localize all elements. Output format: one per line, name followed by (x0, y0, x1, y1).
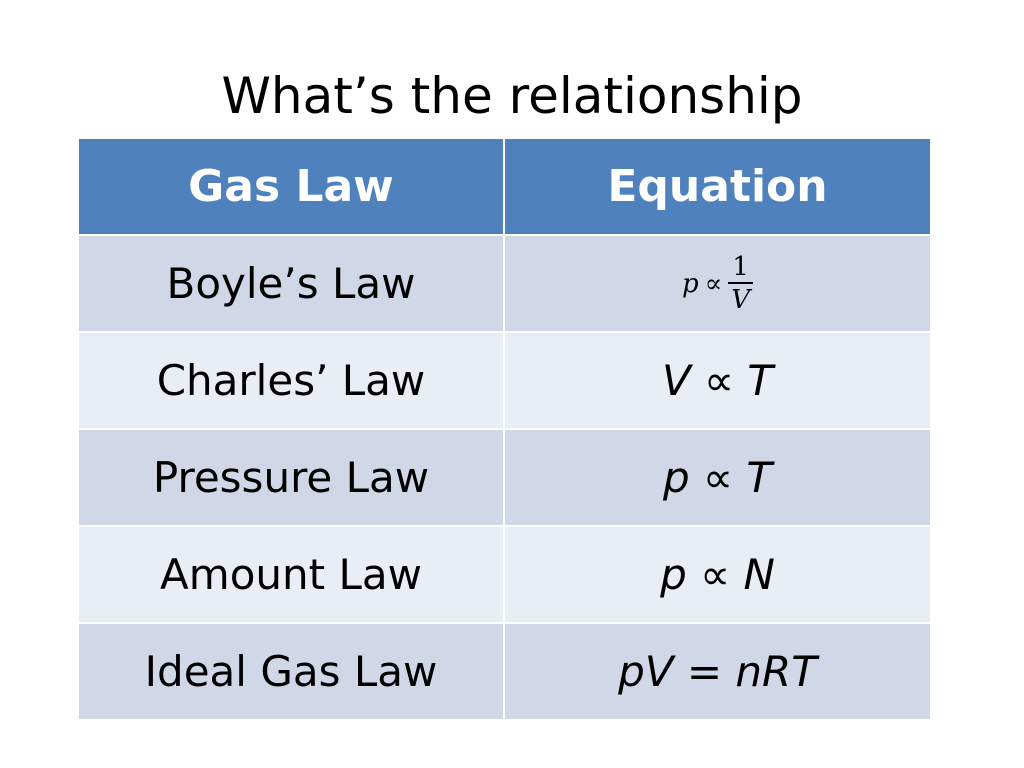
fraction: 1 V (728, 251, 754, 316)
equation-cell: pV = nRT (503, 622, 932, 721)
law-name-cell: Charles’ Law (77, 331, 505, 430)
column-header-equation: Equation (503, 137, 932, 236)
gas-law-table: Gas Law Equation Boyle’s Law p ∝ 1 V (77, 137, 932, 721)
table-row: Charles’ Law V ∝ T (77, 331, 932, 430)
fraction-equation: p ∝ 1 V (681, 251, 754, 316)
slide-title: What’s the relationship (221, 67, 803, 125)
equation-lhs: p (681, 268, 699, 299)
fraction-denominator: V (728, 281, 754, 316)
equation-cell: p ∝ N (503, 525, 932, 624)
equation-cell: p ∝ 1 V (503, 234, 932, 333)
table-row: Pressure Law p ∝ T (77, 428, 932, 527)
equation-cell: p ∝ T (503, 428, 932, 527)
law-name-cell: Amount Law (77, 525, 505, 624)
law-name-cell: Boyle’s Law (77, 234, 505, 333)
proportional-symbol: ∝ (704, 268, 723, 299)
law-name-cell: Ideal Gas Law (77, 622, 505, 721)
fraction-numerator: 1 (732, 251, 749, 282)
table-row: Ideal Gas Law pV = nRT (77, 622, 932, 721)
table-row: Amount Law p ∝ N (77, 525, 932, 624)
table-row: Boyle’s Law p ∝ 1 V (77, 234, 932, 333)
column-header-gas-law: Gas Law (77, 137, 505, 236)
table-header-row: Gas Law Equation (77, 137, 932, 236)
law-name-cell: Pressure Law (77, 428, 505, 527)
equation-cell: V ∝ T (503, 331, 932, 430)
